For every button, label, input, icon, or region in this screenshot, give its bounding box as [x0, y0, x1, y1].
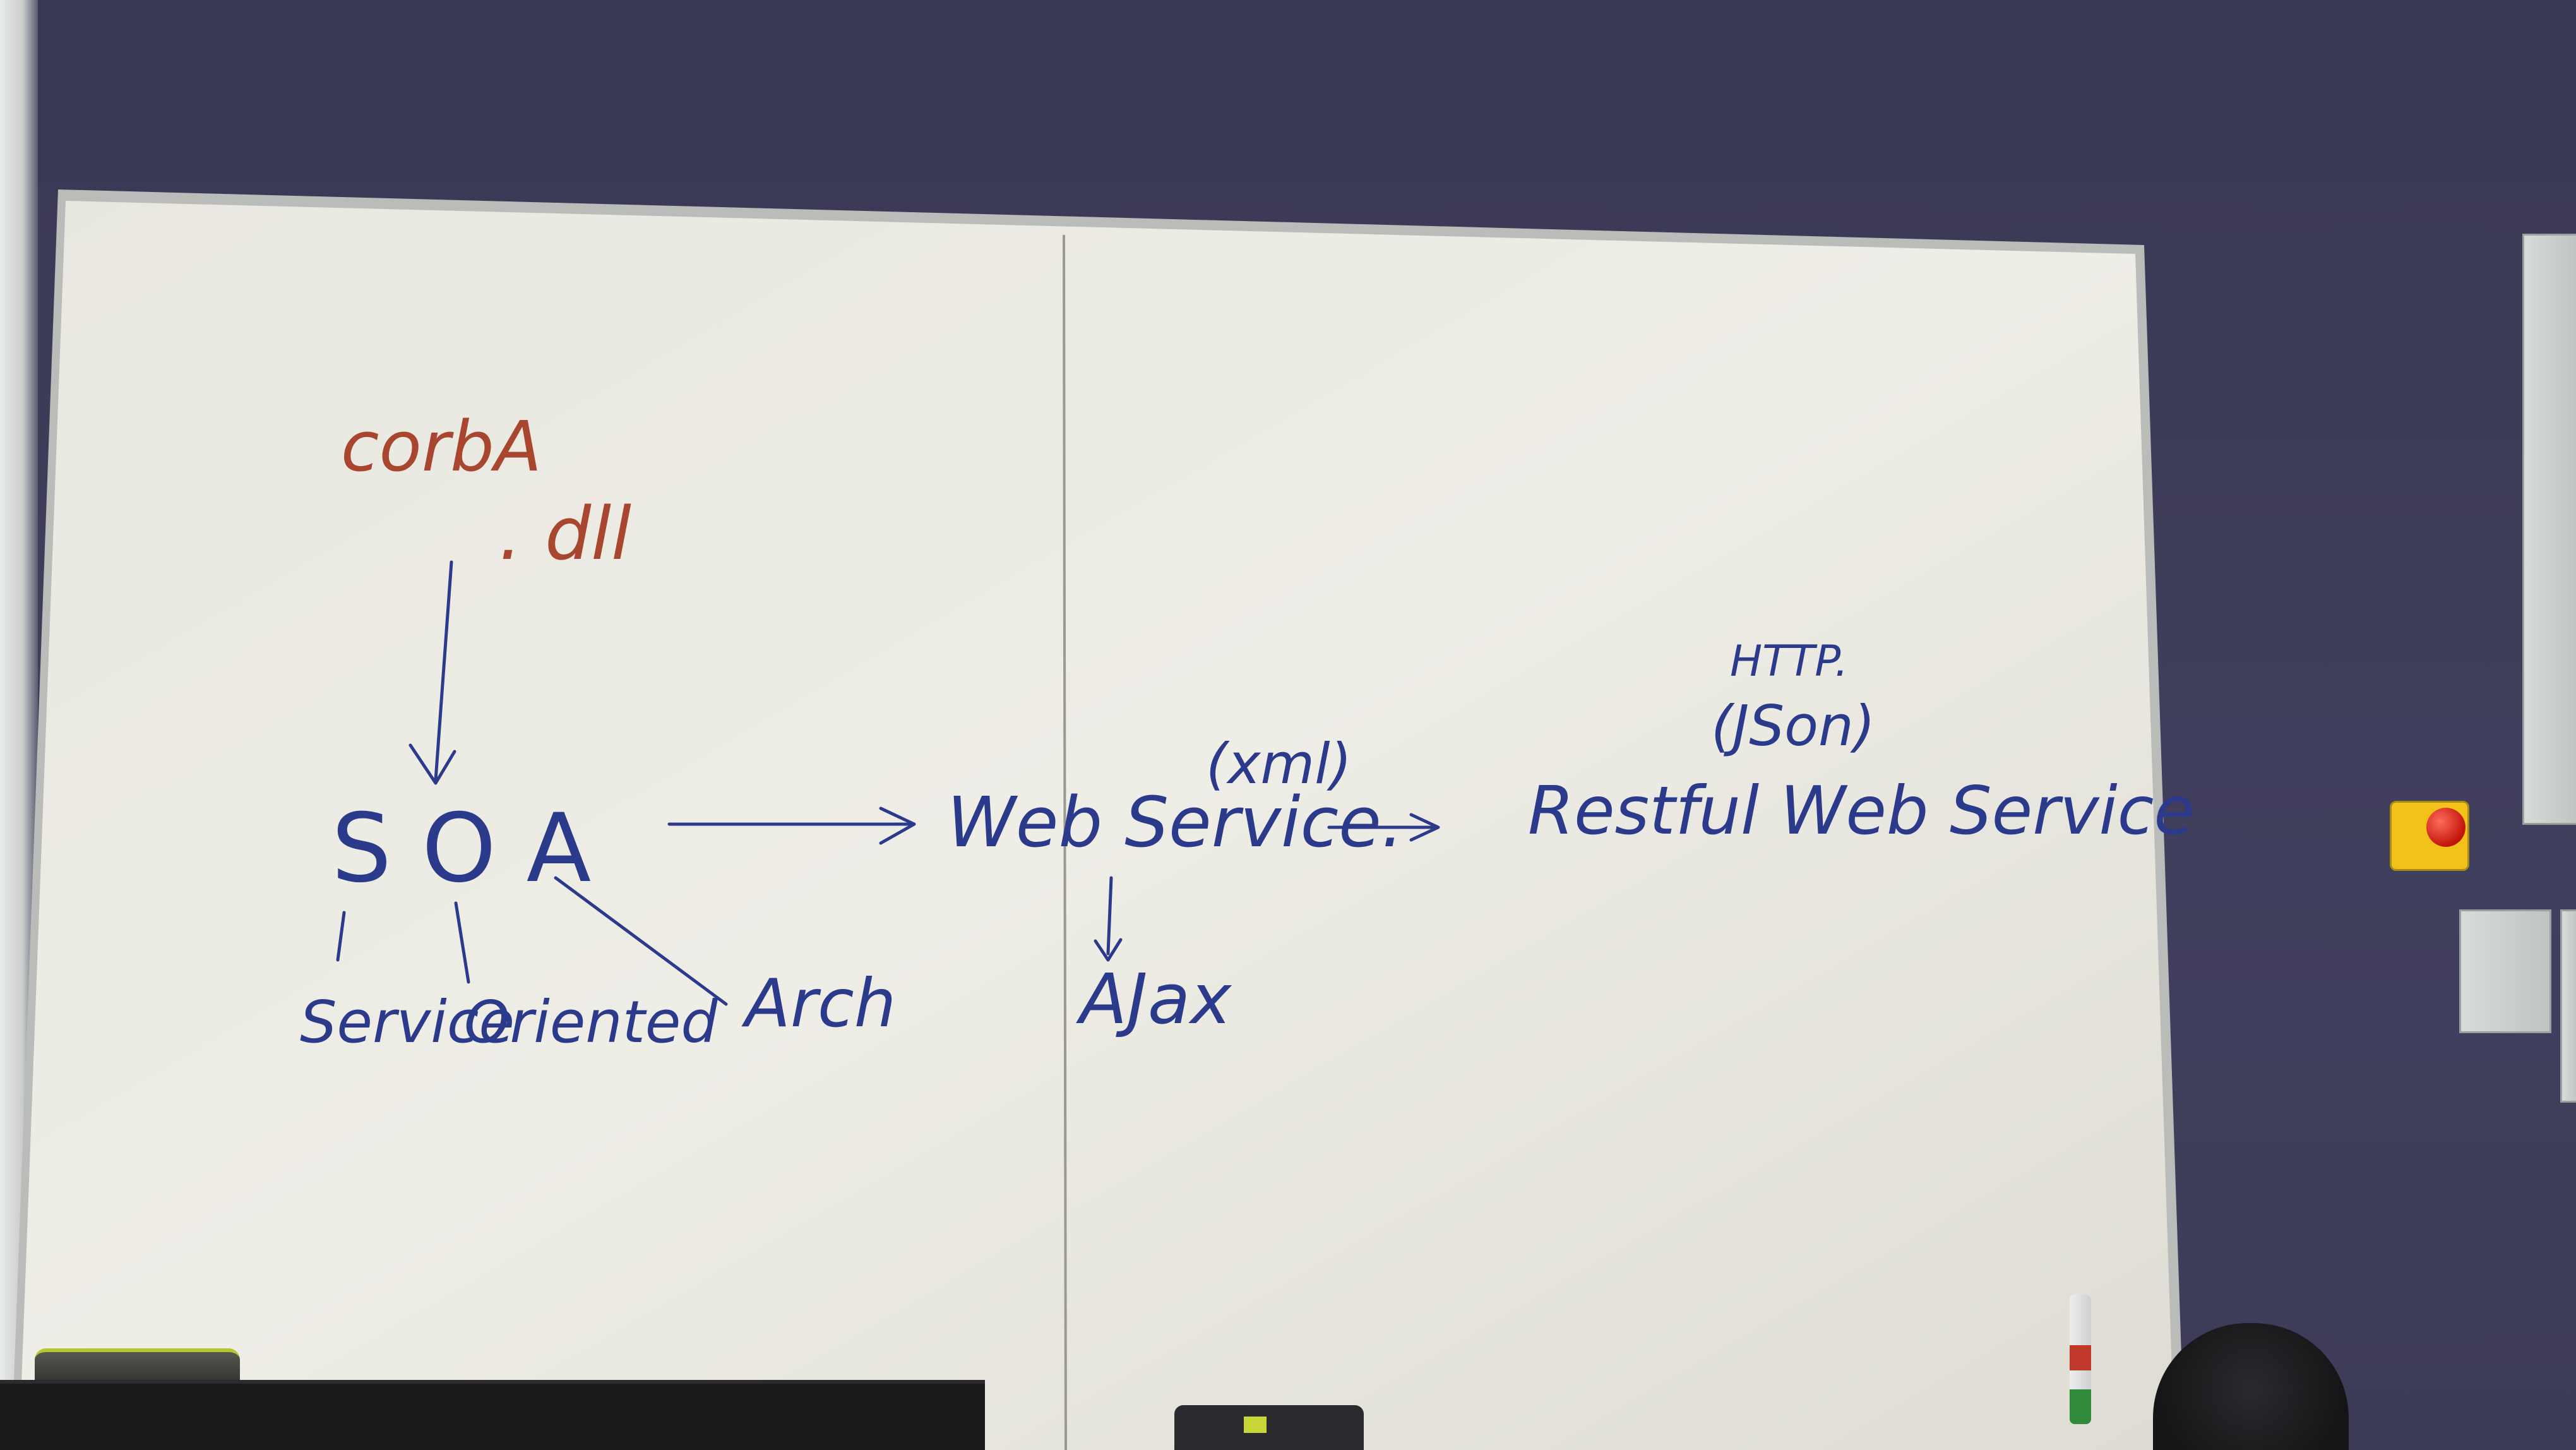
marker-cap — [2070, 1389, 2091, 1424]
text-soa: S O A — [331, 794, 591, 904]
soa-branch-service — [336, 911, 346, 962]
text-dll: . dll — [499, 492, 631, 577]
text-xml: (xml) — [1206, 731, 1352, 796]
text-arch: Arch — [741, 965, 896, 1042]
arrow-webservice-to-restful-head — [1409, 813, 1440, 842]
text-json: (JSon) — [1711, 693, 1875, 758]
arrow-soa-to-webservice-head — [879, 806, 916, 845]
text-oriented: Oriented — [464, 988, 718, 1056]
arrow-corba-to-soa-head — [408, 743, 456, 785]
whiteboard-marker — [2070, 1295, 2091, 1424]
arrow-webservice-to-ajax — [1106, 876, 1113, 956]
arrow-corba-to-soa — [434, 560, 453, 782]
device-label — [1244, 1417, 1267, 1433]
emergency-stop-box — [2390, 801, 2469, 871]
arrow-webservice-to-ajax-head — [1094, 938, 1123, 962]
text-restful-web-service: Restful Web Service — [1528, 772, 2195, 849]
computer-monitor-top — [0, 1380, 985, 1450]
wall-switch-box — [2459, 909, 2551, 1033]
text-web-service: Web Service. — [947, 782, 1404, 863]
text-service: Service — [300, 988, 515, 1056]
text-http: HTTP. — [1730, 637, 1848, 686]
emergency-stop-button[interactable] — [2426, 808, 2466, 847]
wall-panel-upper — [2522, 234, 2576, 825]
whiteboard-surface — [19, 201, 2174, 1450]
wall-panel-lower — [2560, 909, 2576, 1103]
soa-branch-arch — [554, 876, 728, 1006]
text-ajax: AJax — [1076, 959, 1232, 1040]
document-camera — [1174, 1405, 1364, 1450]
text-corba: corbA — [341, 406, 542, 487]
whiteboard-panel-divider — [1063, 234, 1067, 1450]
marker-label-band — [2070, 1345, 2091, 1370]
soa-branch-oriented — [454, 901, 470, 984]
